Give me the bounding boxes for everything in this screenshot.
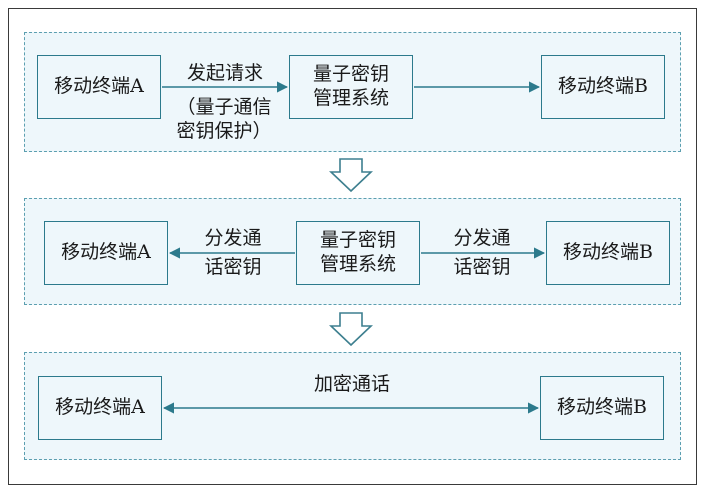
terminal-a-node: 移动终端A <box>37 55 161 119</box>
terminal-b-label: 移动终端B <box>558 75 648 98</box>
terminal-b-node-2: 移动终端B <box>546 221 670 285</box>
kms-node-2: 量子密钥 管理系统 <box>296 221 420 285</box>
terminal-b-label-3: 移动终端B <box>557 396 647 419</box>
terminal-a-node-3: 移动终端A <box>38 376 162 440</box>
encrypted-call-label: 加密通话 <box>313 373 390 395</box>
terminal-b-label-2: 移动终端B <box>563 241 653 264</box>
down-arrow-2-icon <box>328 312 374 347</box>
terminal-a-label-3: 移动终端A <box>55 396 145 419</box>
terminal-b-node-3: 移动终端B <box>540 376 664 440</box>
kms-label-line1: 量子密钥 <box>312 63 389 86</box>
distribute-left-line2: 话密钥 <box>204 256 262 278</box>
kms-node: 量子密钥 管理系统 <box>289 55 413 119</box>
distribute-right-line1: 分发通 <box>453 227 511 249</box>
down-arrow-1-icon <box>328 158 374 193</box>
terminal-a-label: 移动终端A <box>54 75 144 98</box>
kms-label-2-line2: 管理系统 <box>319 253 396 275</box>
request-note-line2: 密钥保护） <box>176 120 272 142</box>
terminal-a-node-2: 移动终端A <box>44 221 168 285</box>
terminal-b-node: 移动终端B <box>541 55 665 119</box>
request-note-line1: （量子通信 <box>176 96 272 118</box>
kms-label-line2: 管理系统 <box>312 87 389 109</box>
distribute-right-line2: 话密钥 <box>453 256 511 278</box>
terminal-a-label-2: 移动终端A <box>61 241 151 264</box>
request-label: 发起请求 <box>186 62 263 84</box>
distribute-left-line1: 分发通 <box>204 227 262 249</box>
kms-label-2-line1: 量子密钥 <box>319 229 396 252</box>
